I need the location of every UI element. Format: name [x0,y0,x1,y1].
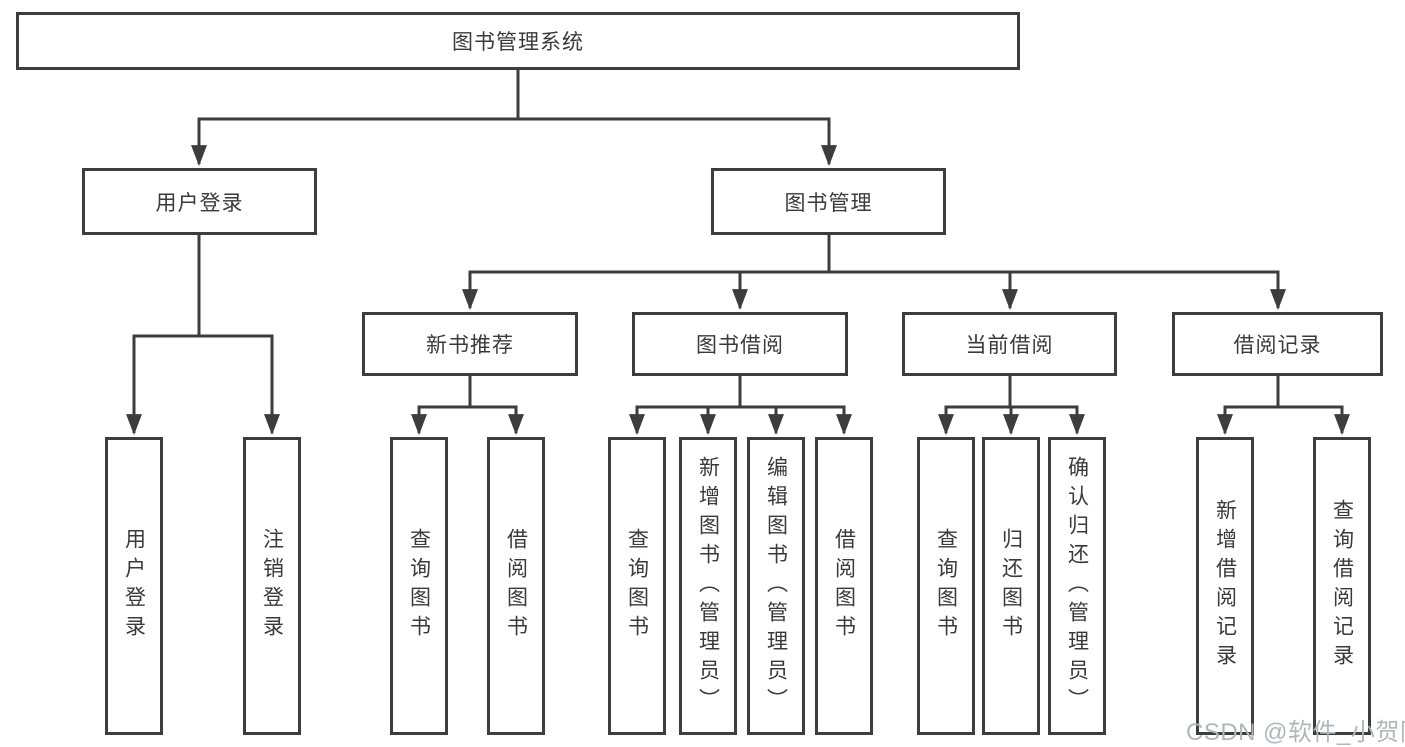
node-borrow-records: 借阅记录 [1172,312,1383,376]
node-label: 新书推荐 [426,334,514,357]
leaf-logout: 注销登录 [243,437,301,735]
node-label: 归还图书 [999,528,1023,644]
node-label: 编辑图书（管理员） [764,455,788,717]
node-label: 查询图书 [934,528,958,644]
node-new-book-recommend: 新书推荐 [362,312,578,376]
node-label: 图书管理 [784,191,873,215]
leaf-borrow-books-recommend: 借阅图书 [487,437,545,735]
node-label: 借阅图书 [832,528,856,644]
node-label: 当前借阅 [965,334,1054,357]
node-label: 确认归还（管理员） [1065,455,1089,717]
node-label: 借阅图书 [504,528,528,644]
leaf-confirm-return-admin: 确认归还（管理员） [1048,437,1106,735]
leaf-add-borrow-record: 新增借阅记录 [1196,437,1254,735]
csdn-watermark: CSDN @软件_小贺同学 [1186,719,1405,746]
node-label: 新增借阅记录 [1213,499,1237,673]
node-label: 图书管理系统 [452,31,584,54]
node-user-login: 用户登录 [82,168,317,235]
leaf-borrow-books: 借阅图书 [815,437,873,735]
node-book-management-system: 图书管理系统 [16,12,1020,70]
leaf-edit-books-admin: 编辑图书（管理员） [747,437,805,735]
leaf-query-books-recommend: 查询图书 [390,437,448,735]
node-label: 新增图书（管理员） [696,455,720,717]
leaf-return-books: 归还图书 [982,437,1040,735]
node-label: 查询图书 [625,528,649,644]
node-label: 用户登录 [155,191,244,215]
node-label: 查询借阅记录 [1330,499,1354,673]
leaf-query-books-current: 查询图书 [917,437,975,735]
node-book-management: 图书管理 [711,168,946,235]
node-label: 注销登录 [260,528,284,644]
node-label: 查询图书 [407,528,431,644]
leaf-query-borrow-record: 查询借阅记录 [1313,437,1371,735]
leaf-query-books-borrow: 查询图书 [608,437,666,735]
node-book-borrow: 图书借阅 [632,312,848,376]
node-current-borrow: 当前借阅 [902,312,1117,376]
leaf-user-login: 用户登录 [105,437,163,735]
node-label: 用户登录 [122,528,146,644]
node-label: 图书借阅 [696,334,784,357]
leaf-add-books-admin: 新增图书（管理员） [679,437,737,735]
node-label: 借阅记录 [1233,334,1322,357]
